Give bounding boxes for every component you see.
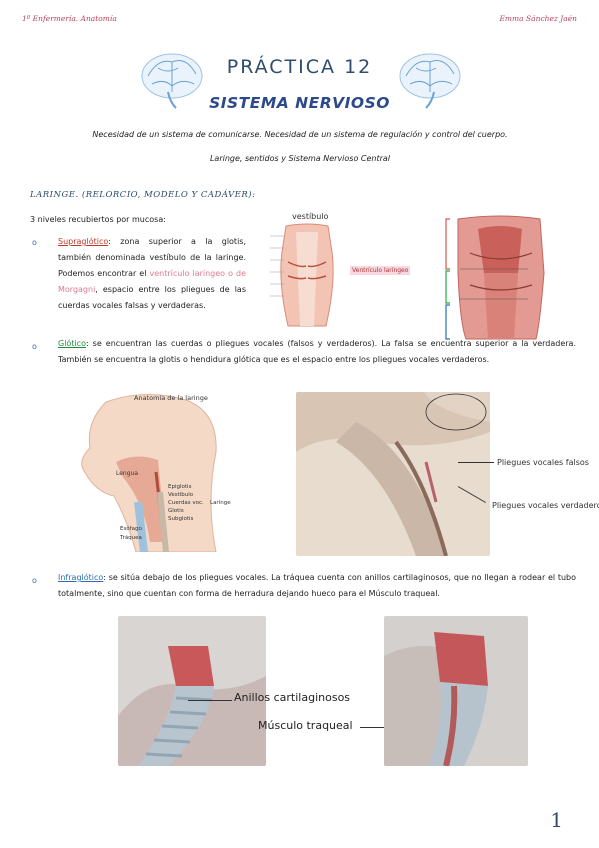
glotico-term: Glótico [58,339,86,348]
laringe-coronal-diagram [266,222,348,330]
traquea-3d-right-figure [384,616,528,766]
label-laringe: Laringe [210,500,231,506]
infraglotico-term: Infraglótico [58,573,104,582]
label-pliegues-falsos: Pliegues vocales falsos [497,458,589,467]
label-cuerdas: Cuerdas voc. [168,500,204,506]
ventriculo-highlight: ventrículo laríngeo o de Morgagni [58,269,246,294]
label-ventriculo: Ventrículo laríngeo [350,266,411,275]
brain-illustration-left [138,48,206,110]
infraglotico-paragraph: Infraglótico: se sitúa debajo de los pli… [58,570,576,602]
label-traquea: Tráquea [120,535,142,541]
bullet-infraglotico: o [32,576,37,585]
page-subtitle: SISTEMA NERVIOSO [209,94,390,112]
supraglotico-paragraph: Supraglótico: zona superior a la glotis,… [58,234,246,314]
glotico-paragraph: Glótico: se encuentran las cuerdas o pli… [58,336,576,368]
label-anatomia-laringe: Anatomía de la laringe [134,394,208,402]
label-musculo: Músculo traqueal [258,719,353,732]
label-vestibulo: vestíbulo [292,212,329,221]
laringe-posterior-diagram [440,213,562,341]
pointer-line-falsos [458,462,494,463]
label-lengua: Lengua [116,470,139,477]
supraglotico-text-b: , espacio entre los pliegues de las cuer… [58,285,246,310]
brain-illustration-right [396,48,464,110]
traquea-3d-left-figure [118,616,266,766]
supraglotico-text-a: : zona superior a la glotis, también den… [58,237,246,278]
supraglotico-term: Supraglótico [58,237,109,246]
header-course: 1º Enfermería. Anatomía [22,14,117,23]
label-epiglotis: Epiglotis [168,484,192,490]
corte-sagital-figure [296,392,490,556]
anatomia-laringe-figure [66,392,254,552]
bullet-glotico: o [32,342,37,351]
section-heading: LARINGE. (RELORCIO, MODELO Y CADÁVER): [30,190,256,200]
label-pliegues-verdaderos: Pliegues vocales verdaderos [492,501,599,510]
page-number: 1 [550,808,563,832]
levels-intro: 3 niveles recubiertos por mucosa: [30,215,166,224]
intro-line-2: Laringe, sentidos y Sistema Nervioso Cen… [209,154,391,163]
intro-line-1: Necesidad de un sistema de comunicarse. … [92,130,508,139]
label-anillos: Anillos cartilaginosos [234,691,351,704]
bullet-supraglotico: o [32,238,37,247]
header-author: Emma Sánchez Jaén [499,14,577,23]
label-esofago: Esófago [120,526,142,532]
pointer-line-anillos [188,700,232,701]
label-glotis: Glotis [168,508,184,514]
label-subglotis: Subglotis [168,516,194,522]
glotico-text: : se encuentran las cuerdas o pliegues v… [58,339,576,364]
label-vestibulo-small: Vestíbulo [168,492,194,498]
page-title: PRÁCTICA 12 [226,56,373,78]
infraglotico-text: : se sitúa debajo de los pliegues vocale… [58,573,576,598]
